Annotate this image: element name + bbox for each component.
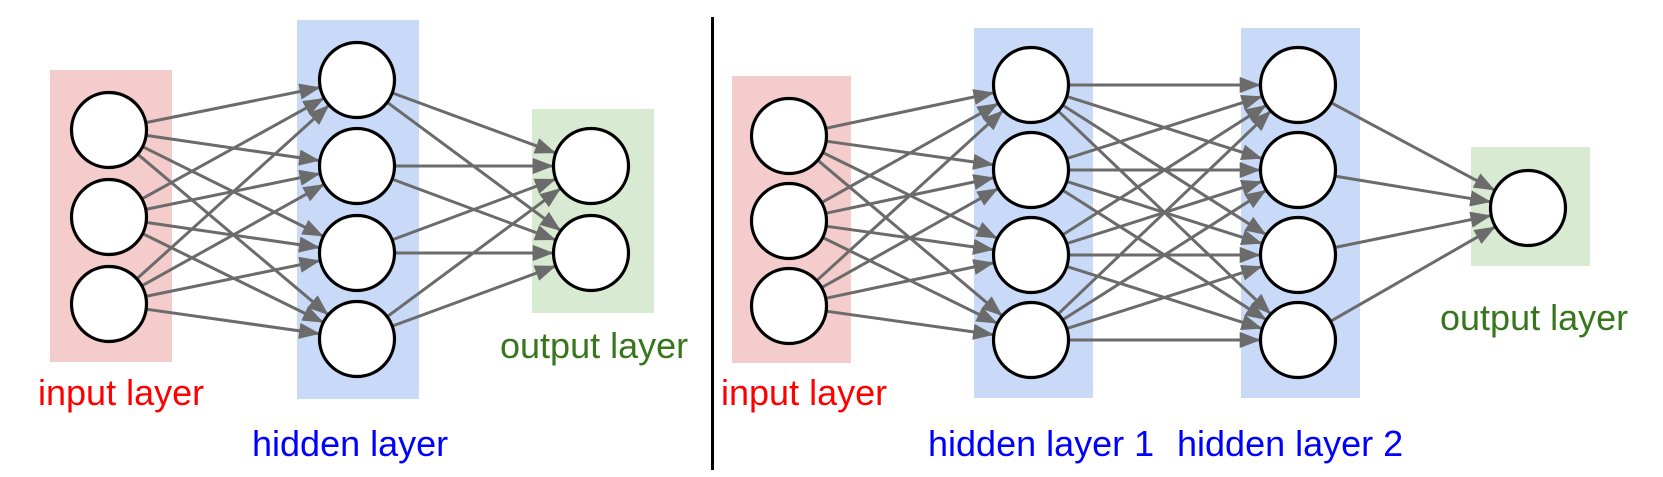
connection-arrow [824, 309, 995, 340]
input-neuron [749, 266, 829, 346]
output-layer-label: output layer [500, 325, 688, 366]
connection-arrow [1329, 101, 1496, 192]
hidden-neuron [991, 130, 1071, 210]
layer-labels: input layer hidden layer 1 hidden layer … [721, 297, 1628, 464]
layer-labels: input layer hidden layer output layer [38, 325, 688, 464]
connection-arrow [385, 187, 562, 319]
output-neuron [551, 126, 631, 206]
hidden-layer-label: hidden layer [252, 423, 448, 464]
connection-arrow [140, 183, 325, 288]
connection-arrow [390, 91, 557, 155]
hidden-neuron [317, 213, 397, 293]
input-layer-label: input layer [721, 372, 887, 413]
connection-arrow [824, 259, 995, 300]
hidden-neuron [991, 215, 1071, 295]
input-neuron [749, 181, 829, 261]
neurons [749, 45, 1568, 380]
input-neuron [69, 177, 149, 257]
connection-arrow [1065, 264, 1263, 331]
hidden-layer-1-label: hidden layer 1 [928, 423, 1154, 464]
connections [815, 76, 1497, 349]
connection-arrow [140, 97, 325, 201]
connection-arrow [144, 83, 321, 125]
connection-arrow [1329, 225, 1497, 323]
connection-arrow [1061, 104, 1267, 237]
output-layer-label: output layer [1440, 297, 1628, 338]
two-layer-network-diagram: input layer hidden layer output layer [38, 20, 688, 464]
hidden-layer-2-label: hidden layer 2 [1177, 423, 1403, 464]
hidden-neuron [1258, 215, 1338, 295]
hidden-neuron [317, 126, 397, 206]
connection-arrow [824, 89, 995, 130]
connection-arrow [144, 307, 321, 339]
connection-arrow [1333, 174, 1492, 207]
hidden-neuron [991, 300, 1071, 380]
connection-arrow [1065, 94, 1263, 161]
connection-arrow [390, 177, 557, 242]
three-layer-network-diagram: input layer hidden layer 1 hidden layer … [721, 28, 1628, 464]
connection-arrow [1333, 211, 1492, 249]
connection-arrow [815, 109, 1005, 283]
input-neuron [69, 90, 149, 170]
connection-arrow [820, 102, 999, 205]
input-layer-label: input layer [38, 372, 204, 413]
hidden-neuron [317, 40, 397, 120]
hidden-neuron [1258, 300, 1338, 380]
hidden-neuron [1258, 45, 1338, 125]
hidden-neuron [1258, 130, 1338, 210]
neurons [69, 40, 631, 379]
connection-arrow [1061, 189, 1267, 322]
hidden-neuron [317, 299, 397, 379]
connection-arrow [820, 187, 999, 290]
input-neuron [69, 264, 149, 344]
connection-arrow [390, 264, 557, 328]
connection-arrow [135, 104, 330, 281]
hidden-neuron [991, 45, 1071, 125]
output-neuron [1488, 168, 1568, 248]
input-neuron [749, 96, 829, 176]
output-neuron [551, 213, 631, 293]
connection-arrow [1056, 110, 1272, 316]
connections [135, 83, 562, 339]
connection-arrow [144, 256, 321, 298]
